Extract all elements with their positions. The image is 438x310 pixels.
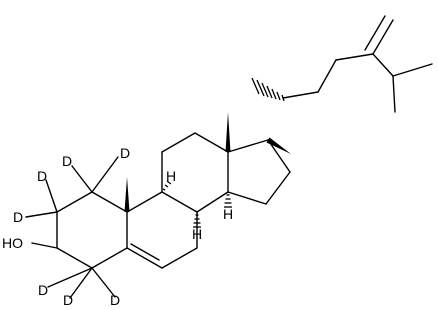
deuterium-label: D (63, 292, 73, 308)
deuterium-label: D (120, 145, 130, 161)
deuterium-label: D (38, 282, 48, 298)
hydroxyl-label: HO (2, 235, 23, 251)
ring-bonds (56, 132, 291, 269)
atom-labels: HO D D D D D D D H H H (2, 145, 233, 308)
side-chain (282, 15, 433, 113)
deuterium-label: D (37, 168, 47, 184)
deuterium-label: D (13, 209, 23, 225)
deuterium-label: D (110, 292, 120, 308)
stereo-hydrogen-label: H (166, 168, 176, 184)
hashed-bonds (162, 77, 285, 228)
deuterium-bonds (25, 156, 119, 299)
stereo-hydrogen-label: H (223, 206, 233, 222)
stereo-hydrogen-label: H (192, 226, 202, 242)
wedge-bonds (124, 112, 291, 212)
deuterium-label: D (62, 153, 72, 169)
